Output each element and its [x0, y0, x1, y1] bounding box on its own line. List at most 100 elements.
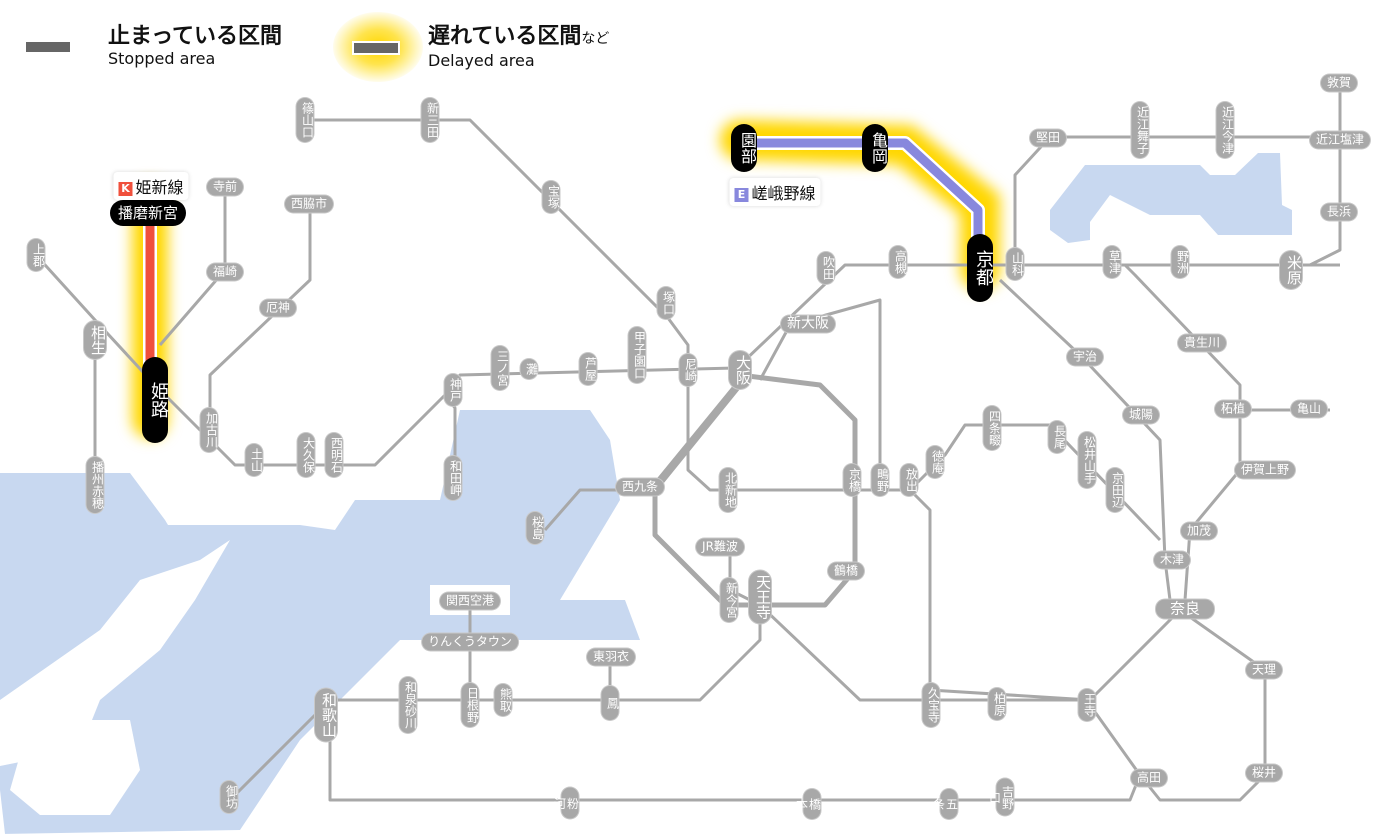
station-omi-imazu[interactable]: 近江今津 [1216, 102, 1235, 158]
station-kyobashi[interactable]: 京橋 [843, 464, 862, 496]
station-osaka[interactable]: 大阪 [729, 351, 752, 389]
station-gojo[interactable]: 五条 [932, 789, 959, 819]
station-amagasaki[interactable]: 尼崎 [679, 354, 698, 386]
station-shin-osaka[interactable]: 新大阪 [781, 315, 835, 333]
osaka-loop-line [652, 372, 858, 608]
station-kashiwara[interactable]: 柏原 [988, 688, 1007, 720]
station-kyotanabe[interactable]: 京田辺 [1106, 468, 1125, 512]
station-hineno[interactable]: 日根野 [461, 683, 480, 727]
station-joyo[interactable]: 城陽 [1122, 406, 1160, 424]
station-shijonawate[interactable]: 四条畷 [983, 406, 1002, 450]
station-hanaten[interactable]: 放出 [900, 464, 919, 496]
station-wadamisaki[interactable]: 和田岬 [444, 456, 463, 500]
station-ashiya[interactable]: 芦屋 [579, 353, 598, 385]
legend-delayed-suffix: など [581, 31, 610, 47]
station-tsuruga[interactable]: 敦賀 [1320, 74, 1358, 92]
station-takada[interactable]: 高田 [1130, 769, 1168, 787]
station-nishiwaki-shi[interactable]: 西脇市 [284, 195, 334, 213]
station-kusatsu[interactable]: 草津 [1103, 246, 1122, 278]
station-tsuge[interactable]: 柘植 [1214, 400, 1252, 418]
station-kameoka[interactable]: 亀岡 [862, 124, 888, 172]
station-gobo[interactable]: 御坊 [220, 781, 239, 813]
station-wakayama[interactable]: 和歌山 [315, 688, 338, 742]
station-yoshinoguchi[interactable]: 吉野口 [988, 778, 1015, 816]
station-harima-shingu[interactable]: 播磨新宮 [109, 200, 187, 226]
legend-stopped-en: Stopped area [108, 49, 216, 68]
station-takatsuki[interactable]: 高槻 [889, 246, 908, 278]
station-tokuan[interactable]: 徳庵 [926, 446, 945, 478]
station-kizu[interactable]: 木津 [1153, 551, 1191, 569]
station-sonobe[interactable]: 園部 [731, 124, 757, 172]
station-teramae[interactable]: 寺前 [206, 178, 244, 196]
station-kamigori[interactable]: 上郡 [27, 239, 46, 271]
station-himeji[interactable]: 姫路 [142, 357, 169, 443]
station-katata[interactable]: 堅田 [1029, 129, 1067, 147]
station-matsuiyamate[interactable]: 松井山手 [1078, 432, 1097, 488]
station-shigino[interactable]: 鴫野 [871, 464, 890, 496]
station-higashi-hagoromo[interactable]: 東羽衣 [586, 648, 636, 666]
station-konakawa[interactable]: 粉河 [553, 787, 580, 819]
station-nagahama[interactable]: 長浜 [1320, 203, 1358, 221]
station-banshu-ako[interactable]: 播州赤穂 [86, 457, 105, 513]
station-yamashina[interactable]: 山科 [1006, 248, 1025, 280]
station-sakurai[interactable]: 桜井 [1245, 764, 1283, 782]
legend-delayed-swatch [352, 41, 400, 55]
station-maibara[interactable]: 米原 [1280, 251, 1303, 289]
legend-delayed-jp: 遅れている区間 [428, 24, 582, 49]
station-fukusaki[interactable]: 福崎 [206, 263, 244, 281]
legend-delayed-en: Delayed area [428, 51, 535, 70]
station-yakujin[interactable]: 厄神 [259, 299, 297, 317]
station-nagao[interactable]: 長尾 [1048, 421, 1067, 453]
station-kakogawa[interactable]: 加古川 [200, 408, 219, 452]
lake-biwa [1050, 153, 1292, 243]
station-kamo[interactable]: 加茂 [1180, 522, 1218, 540]
station-tenri[interactable]: 天理 [1245, 661, 1283, 679]
station-kyoto[interactable]: 京都 [967, 234, 994, 302]
station-nishi-akashi[interactable]: 西明石 [325, 433, 344, 477]
line-name: 嵯峨野線 [751, 184, 816, 203]
station-hashimoto[interactable]: 橋本 [795, 789, 822, 819]
station-takarazuka[interactable]: 宝塚 [542, 181, 561, 213]
station-uji[interactable]: 宇治 [1066, 348, 1104, 366]
legend-delayed: 遅れている区間など Delayed area [428, 24, 609, 70]
station-otori[interactable]: 鳳 [601, 686, 620, 720]
station-suita[interactable]: 吹田 [817, 252, 836, 284]
station-yasu[interactable]: 野洲 [1171, 246, 1190, 278]
station-nada[interactable]: 灘 [520, 359, 539, 379]
station-nishikujo[interactable]: 西九条 [615, 478, 665, 496]
station-nara[interactable]: 奈良 [1155, 599, 1215, 619]
station-kyuhoji[interactable]: 久宝寺 [922, 683, 941, 727]
station-okubo[interactable]: 大久保 [297, 433, 316, 477]
station-tsuchiyama[interactable]: 土山 [245, 444, 264, 476]
station-tennoji[interactable]: 天王寺 [749, 570, 772, 624]
station-sasayamaguchi[interactable]: 篠山口 [296, 98, 315, 142]
line-code-k: K [118, 182, 133, 196]
station-sakurajima[interactable]: 桜島 [526, 512, 545, 544]
station-kibukawa[interactable]: 貴生川 [1177, 334, 1227, 352]
line-name: 姫新線 [135, 178, 184, 197]
station-tsuruhashi[interactable]: 鶴橋 [827, 562, 865, 580]
station-kansai-airport[interactable]: 関西空港 [439, 592, 501, 610]
station-sannomiya[interactable]: 三ノ宮 [491, 346, 510, 390]
station-iga-ueno[interactable]: 伊賀上野 [1234, 461, 1296, 479]
station-izumisunagawa[interactable]: 和泉砂川 [399, 677, 418, 733]
legend-stopped: 止まっている区間 Stopped area [108, 24, 282, 68]
station-kumatori[interactable]: 熊取 [494, 684, 513, 716]
station-kameyama[interactable]: 亀山 [1290, 400, 1328, 418]
station-shin-sanda[interactable]: 新三田 [421, 98, 440, 142]
station-jr-namba[interactable]: JR難波 [696, 538, 744, 556]
station-shin-imamiya[interactable]: 新今宮 [720, 578, 739, 622]
station-tsukaguchi[interactable]: 塚口 [657, 287, 676, 319]
station-oji[interactable]: 王寺 [1078, 689, 1097, 721]
station-aioi[interactable]: 相生 [84, 321, 107, 359]
station-omi-maiko[interactable]: 近江舞子 [1131, 102, 1150, 158]
sagano-line-core [745, 138, 983, 255]
station-omi-shiotsu[interactable]: 近江塩津 [1309, 131, 1371, 149]
station-koshienguchi[interactable]: 甲子園口 [628, 327, 647, 383]
station-kitashinchi[interactable]: 北新地 [719, 468, 738, 512]
station-rinku-town[interactable]: りんくうタウン [422, 633, 518, 651]
line-code-e: E [734, 188, 749, 202]
station-kobe[interactable]: 神戸 [444, 374, 463, 406]
